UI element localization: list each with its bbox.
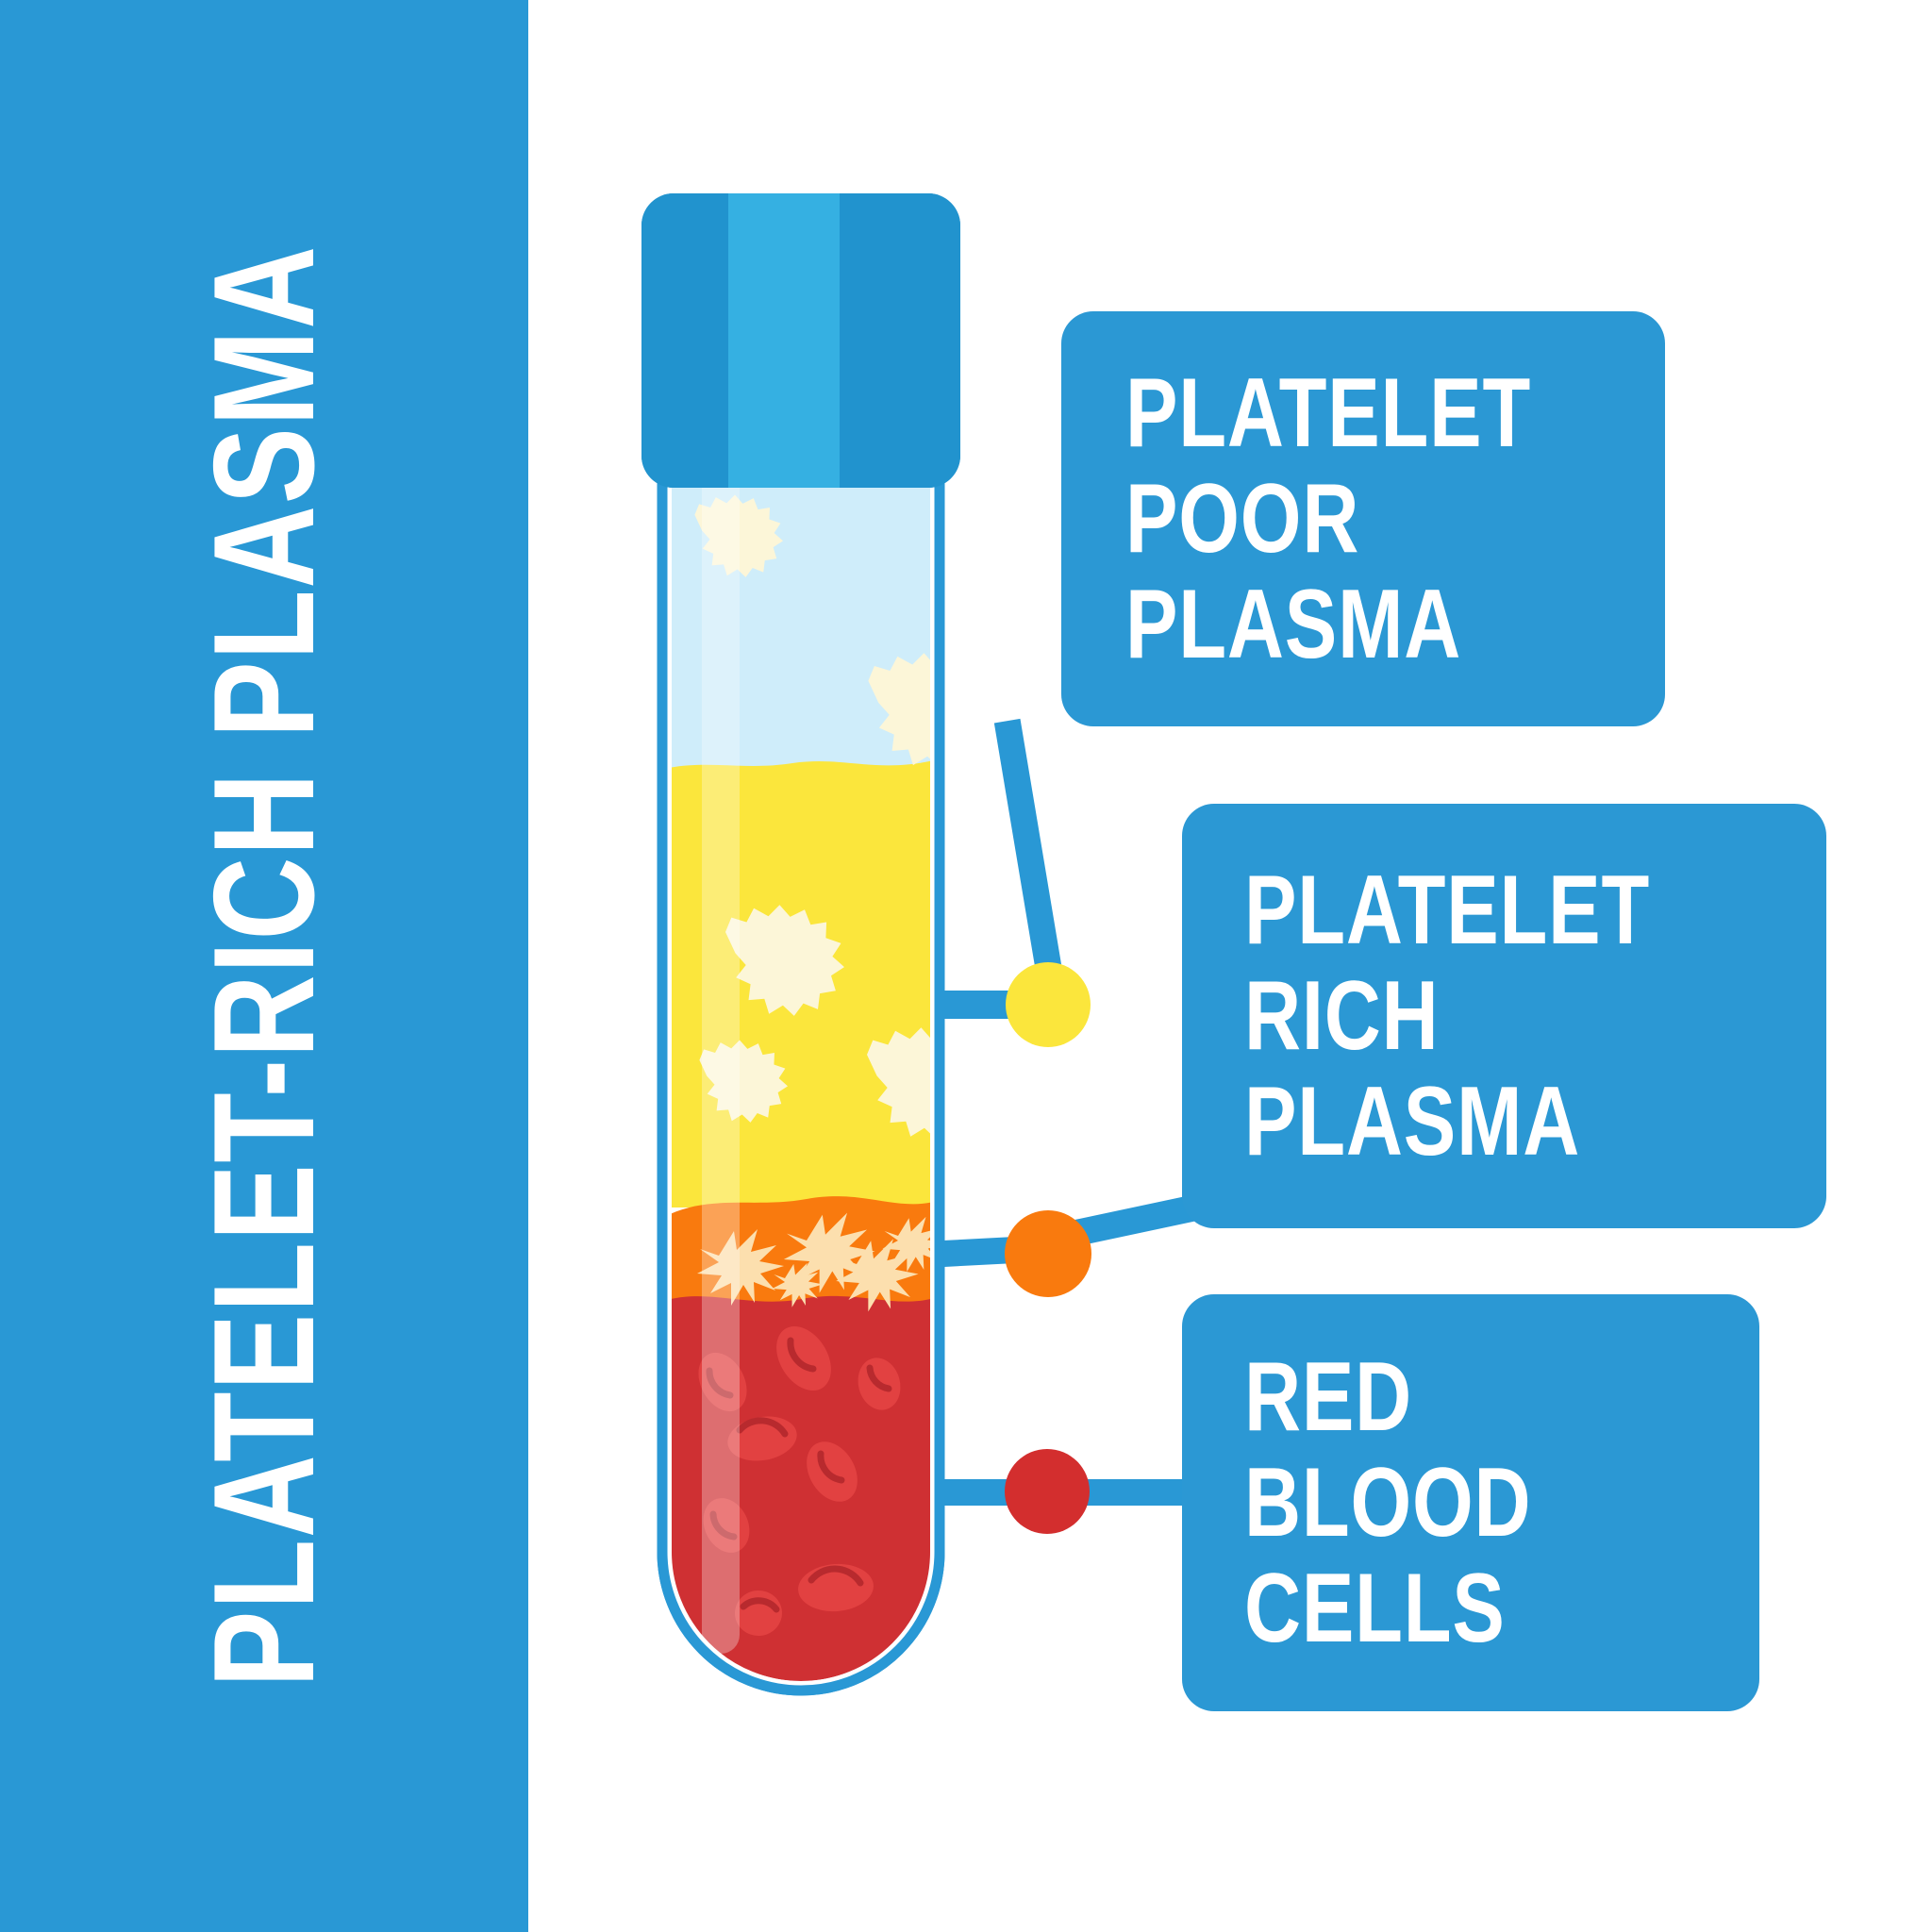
- tube-cap: [641, 193, 960, 488]
- callout-prp-line-2: RICH: [1244, 960, 1440, 1071]
- erythrocyte-particles: [698, 1325, 901, 1637]
- marker-platelet-poor-plasma-dot[interactable]: [1006, 962, 1091, 1047]
- glass-highlight: [702, 371, 740, 1654]
- marker-red-blood-cells-dot[interactable]: [1005, 1449, 1090, 1534]
- title-panel: PLATELET-RICH PLASMA: [0, 0, 528, 1932]
- callout-prp-line-3: PLASMA: [1244, 1067, 1581, 1177]
- page-title-text: PLATELET-RICH PLASMA: [184, 244, 344, 1688]
- callout-ppp-line-1: PLATELET: [1125, 358, 1532, 468]
- callout-ppp-line-3: PLASMA: [1125, 570, 1462, 680]
- platelet-particles: [694, 494, 932, 1139]
- callout-rbc-line-3: CELLS: [1244, 1554, 1506, 1664]
- tube-contents: [670, 371, 932, 1681]
- callout-red-blood-cells[interactable]: RED BLOOD CELLS: [1182, 1294, 1759, 1711]
- marker-platelet-rich-plasma-dot[interactable]: [1005, 1210, 1091, 1297]
- callout-ppp-line-2: POOR: [1125, 463, 1360, 574]
- callout-rbc-line-2: BLOOD: [1244, 1447, 1532, 1557]
- callout-prp-line-1: PLATELET: [1244, 855, 1651, 965]
- callout-platelet-poor-plasma[interactable]: PLATELET POOR PLASMA: [1061, 311, 1665, 726]
- callout-rbc-line-1: RED: [1244, 1341, 1413, 1452]
- test-tube-illustration: [641, 193, 960, 1731]
- page-title: PLATELET-RICH PLASMA: [184, 64, 344, 1868]
- tube-glass-stroke: [657, 373, 945, 1696]
- callout-platelet-rich-plasma[interactable]: PLATELET RICH PLASMA: [1182, 804, 1826, 1228]
- activated-platelet-particles: [697, 1212, 932, 1312]
